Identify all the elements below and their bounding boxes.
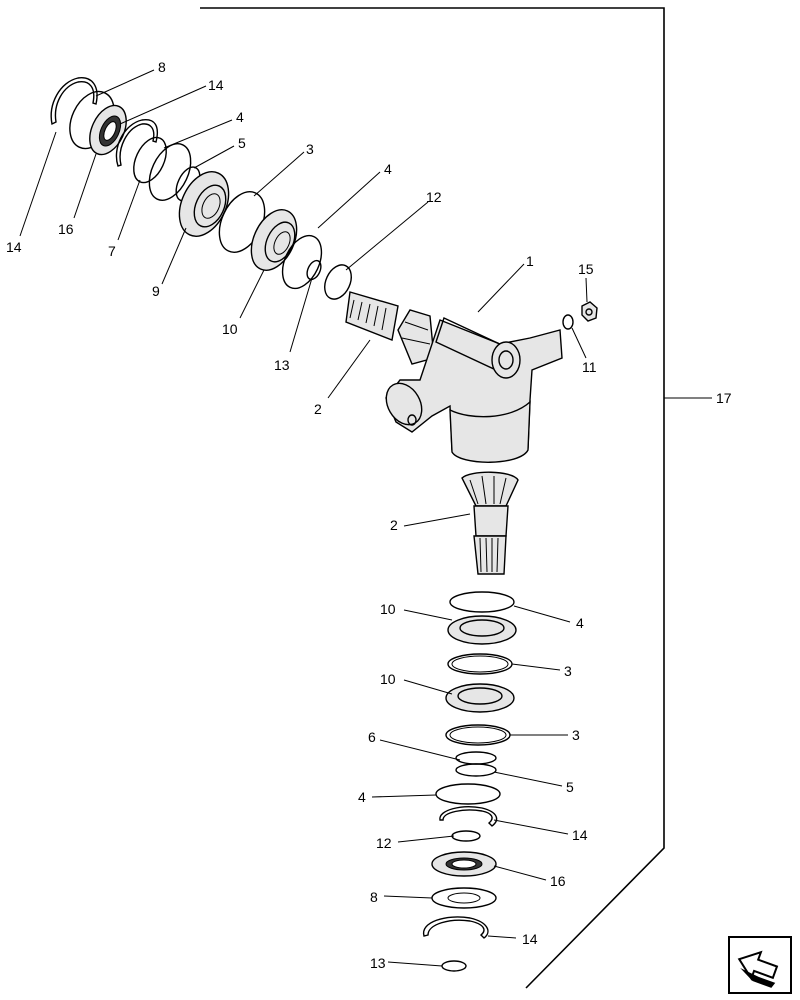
callout-10-lower1: 10 bbox=[380, 601, 396, 617]
callout-7: 7 bbox=[108, 243, 116, 259]
callout-9: 9 bbox=[152, 283, 160, 299]
callout-3-lower1: 3 bbox=[564, 663, 572, 679]
callout-3-upper: 3 bbox=[306, 141, 314, 157]
circlip-14-upper bbox=[50, 77, 98, 126]
circlip-14-mid bbox=[115, 119, 159, 167]
input-shaft-2 bbox=[345, 291, 399, 341]
callout-4-lower1: 4 bbox=[576, 615, 584, 631]
washer-11 bbox=[562, 314, 574, 330]
o-ring-4-upper bbox=[148, 143, 192, 201]
mounting-flange-hole bbox=[407, 414, 417, 426]
nut-15 bbox=[581, 301, 598, 322]
callout-6: 6 bbox=[368, 729, 376, 745]
ring-3-lower1 bbox=[447, 653, 513, 675]
next-page-button[interactable] bbox=[728, 936, 792, 994]
output-shaft-2 bbox=[461, 471, 519, 575]
leader-lines bbox=[19, 69, 588, 967]
housing-lower-cup bbox=[449, 400, 531, 463]
snap-ring-13-upper bbox=[306, 259, 322, 281]
callout-2-lower: 2 bbox=[390, 517, 398, 533]
callout-17: 17 bbox=[716, 390, 732, 406]
callout-5-upper: 5 bbox=[238, 135, 246, 151]
bearing-9-race bbox=[193, 184, 227, 228]
bearing-10-lower1-race bbox=[459, 619, 505, 637]
callout-10-lower2: 10 bbox=[380, 671, 396, 687]
bevel-gear-upper bbox=[397, 309, 435, 365]
callout-4-mid: 4 bbox=[384, 161, 392, 177]
housing-side-boss-bore bbox=[498, 350, 514, 370]
housing-side-boss bbox=[491, 341, 521, 379]
callout-14-upper: 14 bbox=[208, 77, 224, 93]
o-ring-4-lower2 bbox=[435, 783, 501, 805]
washer-8-lower bbox=[431, 887, 497, 909]
spacer-6 bbox=[455, 751, 497, 765]
seal-16-lower-bore bbox=[451, 859, 477, 869]
gearbox-housing bbox=[345, 291, 563, 463]
callout-16-upper: 16 bbox=[58, 221, 74, 237]
bearing-9 bbox=[178, 171, 230, 237]
callout-15: 15 bbox=[578, 261, 594, 277]
callout-13-upper: 13 bbox=[274, 357, 290, 373]
bevel-gear-lower bbox=[461, 471, 519, 507]
assembly-bracket bbox=[200, 7, 712, 989]
seal-16-upper-bore bbox=[103, 121, 117, 141]
callout-4-upper: 4 bbox=[236, 109, 244, 125]
callout-13-lower: 13 bbox=[370, 955, 386, 971]
shaft-collar bbox=[473, 505, 509, 537]
callout-16-lower: 16 bbox=[550, 873, 566, 889]
bearing-9-bore bbox=[201, 193, 221, 219]
callout-10-upper: 10 bbox=[222, 321, 238, 337]
bearing-10-upper bbox=[250, 209, 298, 271]
ring-12-lower bbox=[451, 830, 481, 842]
callout-labels: 8 14 4 5 3 4 12 14 16 7 9 10 13 2 1 15 1… bbox=[6, 59, 732, 971]
callout-12-upper: 12 bbox=[426, 189, 442, 205]
o-ring-4-lower1 bbox=[449, 591, 515, 613]
callout-1: 1 bbox=[526, 253, 534, 269]
lower-shaft-parts bbox=[423, 591, 517, 972]
snap-ring-13-lower bbox=[441, 960, 467, 972]
callout-2-upper: 2 bbox=[314, 401, 322, 417]
upper-shaft-parts bbox=[50, 77, 352, 300]
bearing-10-lower2-race bbox=[457, 687, 503, 705]
callout-12-lower: 12 bbox=[376, 835, 392, 851]
callout-11: 11 bbox=[582, 359, 597, 375]
circlip-14-lower2 bbox=[423, 916, 489, 939]
callout-14-lower2: 14 bbox=[522, 931, 538, 947]
ring-3-lower2 bbox=[445, 724, 511, 746]
next-page-arrow-icon bbox=[728, 936, 792, 994]
callout-8-lower: 8 bbox=[370, 889, 378, 905]
callout-8-upper: 8 bbox=[158, 59, 166, 75]
spacer-5-lower bbox=[455, 763, 497, 777]
callout-4-lower2: 4 bbox=[358, 789, 366, 805]
shaft-splines-lower bbox=[473, 535, 507, 575]
callout-5-lower: 5 bbox=[566, 779, 574, 795]
ring-12-upper bbox=[324, 264, 352, 300]
bearing-10-upper-cage bbox=[264, 221, 296, 263]
callout-3-lower2: 3 bbox=[572, 727, 580, 743]
callout-14-lower1: 14 bbox=[572, 827, 588, 843]
o-ring-4-mid bbox=[281, 234, 323, 290]
circlip-14-lower1 bbox=[439, 806, 498, 827]
callout-14-left: 14 bbox=[6, 239, 22, 255]
bearing-10-upper-bore bbox=[273, 231, 291, 255]
